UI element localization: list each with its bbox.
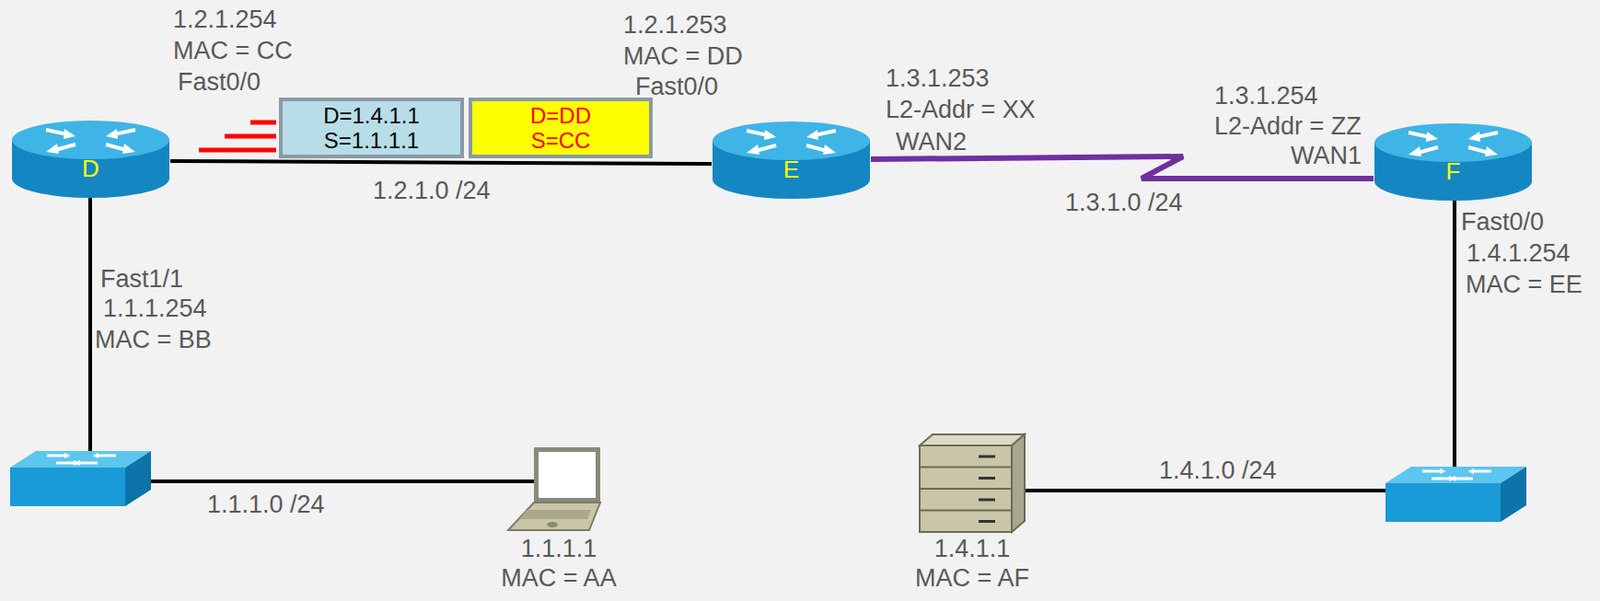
laptop-host: 1.1.1.1MAC = AA [500,445,616,593]
laptop-icon [506,445,612,534]
address-label: WAN1 [1290,139,1362,172]
header-field: S=CC [531,127,592,153]
packet-header-box: D=DDS=CC [468,97,653,159]
host-address: MAC = AA [500,563,616,593]
address-label: WAN2 [895,126,967,158]
router: F [1373,122,1533,202]
address-label: 1.2.1.0 /24 [372,174,491,207]
ethernet-link [170,161,712,164]
router-name: D [11,119,171,183]
address-label: 1.2.1.254 [173,3,278,35]
address-label: Fast0/0 [177,66,261,98]
header-field: D=1.4.1.1 [323,103,420,128]
dash [198,148,277,153]
host-address: 1.4.1.1 [915,533,1030,564]
address-label: MAC = CC [173,34,293,67]
wire [1452,197,1457,468]
address-label: MAC = DD [623,40,743,72]
address-label: L2-Addr = ZZ [1214,110,1362,142]
address-label: 1.3.1.254 [1214,80,1319,112]
address-label: Fast0/0 [1460,206,1544,238]
address-label: MAC = EE [1465,268,1583,301]
address-label: 1.2.1.253 [623,9,728,41]
address-label: 1.1.1.254 [103,292,208,325]
router-name: F [1373,122,1533,186]
motion-dashes [198,122,277,151]
address-label: 1.3.1.253 [885,62,990,94]
header-field: S=1.1.1.1 [324,127,419,153]
wire [147,479,544,484]
server-icon [917,432,1027,534]
address-label: 1.1.1.0 /24 [207,488,325,521]
header-field: D=DD [530,103,592,128]
dash [224,134,277,140]
host-address: MAC = AF [915,563,1030,593]
wire [1025,488,1391,493]
switch-symbol [1385,466,1527,522]
address-label: Fast0/0 [635,70,719,103]
router: D [11,119,171,199]
address-label: 1.4.1.0 /24 [1159,454,1277,487]
address-label: Fast1/1 [100,263,184,295]
dash [250,120,277,126]
packet-header-box: D=1.4.1.1S=1.1.1.1 [278,97,464,159]
address-label: L2-Addr = XX [885,93,1036,126]
host-address: 1.1.1.1 [500,533,616,564]
switch-symbol [10,451,151,507]
address-label: 1.3.1.0 /24 [1065,186,1183,219]
server-host: 1.4.1.1MAC = AF [915,432,1030,593]
router: E [711,120,871,200]
lan-wires [90,197,1455,491]
address-label: 1.4.1.254 [1466,237,1571,269]
wire [88,197,93,453]
router-name: E [711,120,871,184]
address-label: MAC = BB [94,324,212,356]
